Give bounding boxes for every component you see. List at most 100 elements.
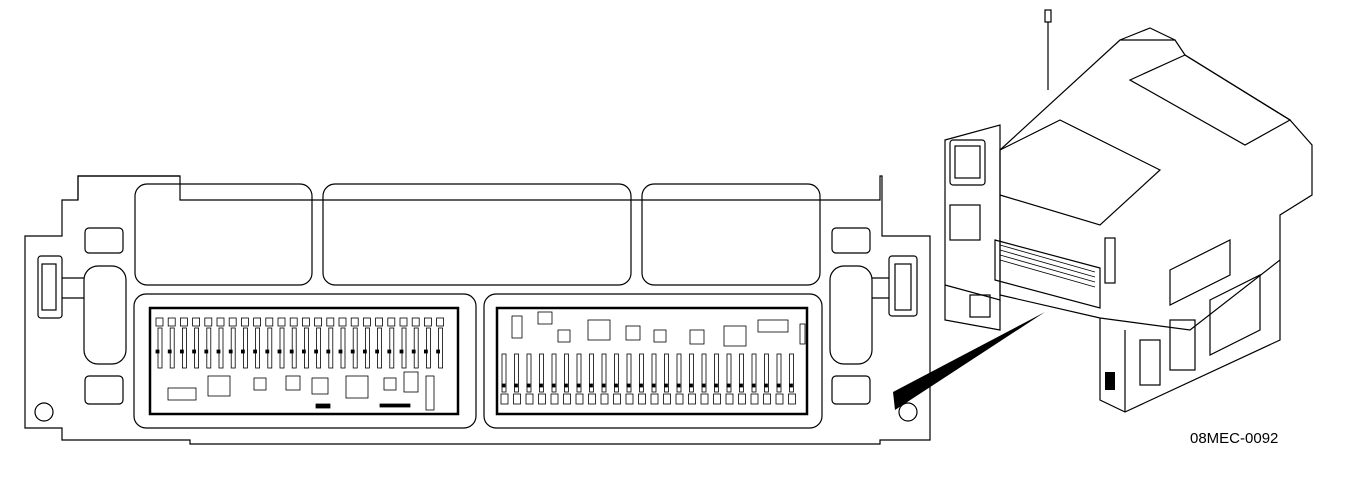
pcb-component xyxy=(375,349,380,354)
pcb-component xyxy=(206,327,212,369)
pcb-component xyxy=(387,317,396,327)
pcb-component xyxy=(526,353,532,393)
pcb-component xyxy=(403,371,419,393)
pcb-component xyxy=(253,349,258,354)
pcb-component xyxy=(285,375,301,391)
pcb-component xyxy=(723,325,747,347)
pcb-component xyxy=(240,349,245,354)
pcb-component xyxy=(588,393,596,405)
pcb-component xyxy=(192,349,197,354)
pcb-component xyxy=(436,317,445,327)
pcb-component xyxy=(167,387,197,401)
pcb-component xyxy=(401,327,407,369)
pcb-component xyxy=(587,319,611,341)
pcb-component xyxy=(526,383,531,388)
pcb-component xyxy=(757,319,789,333)
pcb-component xyxy=(340,327,346,369)
pcb-component xyxy=(352,327,358,369)
pcb-component xyxy=(411,317,420,327)
pcb-component xyxy=(179,349,184,354)
pcb-component xyxy=(663,393,671,405)
pcb-component xyxy=(179,317,188,327)
pcb-component xyxy=(436,349,441,354)
pcb-component xyxy=(739,383,743,388)
pcb-component xyxy=(389,327,395,369)
pcb-component xyxy=(601,353,607,393)
pcb-component xyxy=(265,349,270,354)
pcb-component xyxy=(564,353,569,393)
pcb-component xyxy=(551,383,556,388)
pcb-component xyxy=(751,383,756,388)
pcb-component xyxy=(267,327,273,369)
pcb-component xyxy=(664,383,668,388)
pcb-component xyxy=(664,353,669,393)
pcb-component xyxy=(789,353,794,393)
pcb-right xyxy=(495,306,809,416)
pcb-component xyxy=(726,353,732,393)
pcb-component xyxy=(675,393,684,405)
pcb-component xyxy=(265,317,274,327)
pcb-component xyxy=(776,353,782,393)
pcb-component xyxy=(240,317,249,327)
pcb-component xyxy=(411,349,416,354)
pcb-component xyxy=(614,353,619,393)
pcb-component xyxy=(423,317,432,327)
pcb-component xyxy=(775,393,784,405)
pcb-component xyxy=(155,317,164,327)
pcb-component xyxy=(326,349,331,354)
pcb-component xyxy=(314,317,323,327)
pcb-component xyxy=(316,327,322,369)
pcb-component xyxy=(751,353,757,393)
pcb-component xyxy=(564,383,568,388)
pcb-component xyxy=(169,327,175,369)
pcb-component xyxy=(399,317,408,327)
pcb-component xyxy=(539,353,544,393)
mounter-machine xyxy=(944,9,1313,413)
pcb-component xyxy=(194,327,200,369)
pcb-component xyxy=(303,327,309,369)
figure-id-label: 08MEC-0092 xyxy=(1190,430,1279,447)
pcb-component xyxy=(253,317,262,327)
pcb-component xyxy=(362,317,371,327)
pcb-component xyxy=(387,349,392,354)
board-panel xyxy=(24,175,931,445)
pcb-component xyxy=(750,393,759,405)
pcb-component xyxy=(589,353,594,393)
pcb-component xyxy=(764,353,769,393)
pcb-component xyxy=(689,329,705,345)
pcb-component xyxy=(576,383,581,388)
pcb-component xyxy=(326,317,335,327)
pcb-component xyxy=(701,353,707,393)
pcb-component xyxy=(600,393,609,405)
pcb-component xyxy=(676,383,681,388)
pcb-component xyxy=(563,393,571,405)
pcb-component xyxy=(626,383,631,388)
pcb-component xyxy=(714,353,719,393)
pcb-component xyxy=(688,393,696,405)
pcb-component xyxy=(557,329,571,343)
pcb-component xyxy=(377,327,383,369)
pcb-component xyxy=(399,349,404,354)
pcb-component xyxy=(425,375,435,411)
pcb-component xyxy=(338,349,343,354)
pcb-component xyxy=(228,349,233,354)
pcb-component xyxy=(291,327,297,369)
pcb-component xyxy=(638,393,646,405)
pcb-component xyxy=(311,377,329,395)
pcb-component xyxy=(514,383,518,388)
pcb-component xyxy=(725,393,734,405)
pcb-component xyxy=(676,353,682,393)
pcb-component xyxy=(525,393,534,405)
pcb-component xyxy=(613,393,621,405)
pcb-component xyxy=(167,317,176,327)
pcb-component xyxy=(218,327,224,369)
pcb-component xyxy=(625,393,634,405)
pcb-component xyxy=(626,353,632,393)
pcb-component xyxy=(255,327,261,369)
pcb-component xyxy=(514,353,519,393)
pcb-component xyxy=(651,383,656,388)
pcb-component xyxy=(314,349,319,354)
pcb-component xyxy=(799,323,806,345)
pcb-component xyxy=(301,317,310,327)
